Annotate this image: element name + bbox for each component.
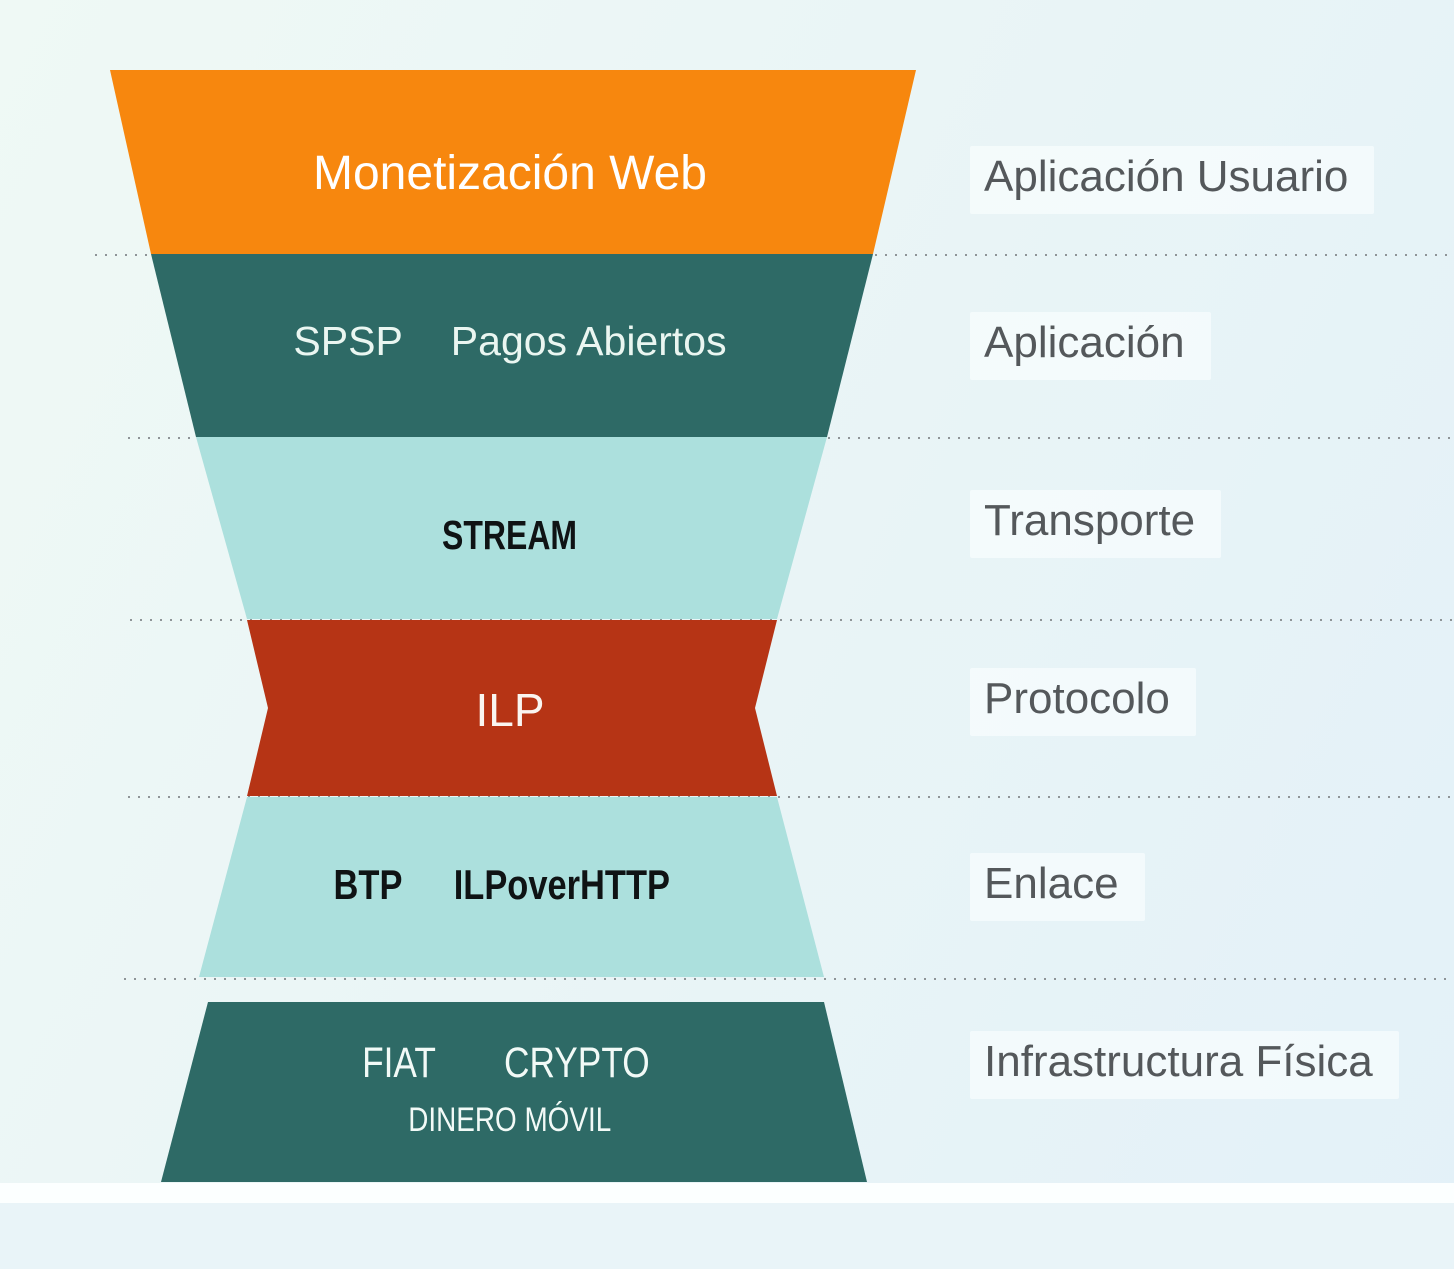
layer-divider-5	[124, 977, 1454, 980]
layer-title-dinero-movil: DINERO MÓVIL	[180, 1101, 840, 1140]
side-label-text: Aplicación	[970, 312, 1211, 380]
layer-shape-web-monetization	[110, 70, 916, 254]
layer-shape-settlement	[161, 1002, 867, 1182]
side-label-text: Protocolo	[970, 668, 1196, 736]
layer-title-stream: STREAM	[180, 512, 840, 559]
layer-title-ilp: ILP	[180, 683, 840, 737]
layer-shape-spsp	[151, 254, 873, 437]
bottom-blue-strip	[0, 1203, 1454, 1269]
layer-shape-stream	[196, 437, 827, 619]
ilp-over-http-label: ILPoverHTTP	[453, 861, 671, 908]
stream-label: STREAM	[442, 512, 578, 558]
layer-title-text: Monetización Web	[313, 147, 707, 200]
side-label-enlace: Enlace	[970, 853, 1145, 921]
layer-title-spsp-row: SPSP Pagos Abiertos	[180, 318, 840, 365]
side-label-transporte: Transporte	[970, 490, 1222, 558]
crypto-label: CRYPTO	[504, 1039, 650, 1087]
layer-shape-ilp	[247, 620, 777, 796]
spsp-label: SPSP	[293, 318, 403, 364]
pagos-abiertos-label: Pagos Abiertos	[450, 318, 727, 364]
side-label-aplicacion: Aplicación	[970, 312, 1211, 380]
dinero-movil-label: DINERO MÓVIL	[408, 1101, 612, 1139]
side-label-text: Aplicación Usuario	[970, 146, 1375, 214]
layer-title-btp-row: BTP ILPoverHTTP	[180, 861, 840, 909]
ilp-label: ILP	[475, 684, 545, 736]
side-label-protocolo: Protocolo	[970, 668, 1196, 736]
side-label-text: Infrastructura Física	[970, 1031, 1399, 1099]
side-label-infrastructura-fisica: Infrastructura Física	[970, 1031, 1399, 1099]
layer-divider-4	[128, 795, 1454, 798]
layer-title-web-monetization: Monetización Web	[180, 146, 840, 201]
bottom-white-strip	[0, 1183, 1454, 1203]
side-label-aplicacion-usuario: Aplicación Usuario	[970, 146, 1375, 214]
layer-divider-3	[130, 618, 1454, 621]
side-label-text: Enlace	[970, 853, 1145, 921]
btp-label: BTP	[333, 861, 403, 908]
layer-shape-btp	[199, 797, 824, 977]
fiat-label: FIAT	[362, 1039, 437, 1087]
side-label-text: Transporte	[970, 490, 1222, 558]
layer-title-fiat-row: FIAT CRYPTO	[180, 1039, 840, 1088]
